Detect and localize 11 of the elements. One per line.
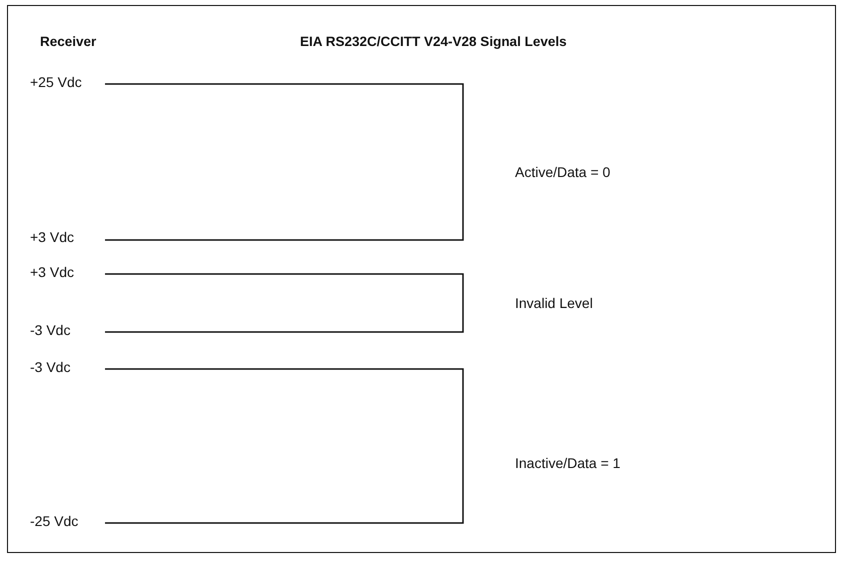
voltage-label: +3 Vdc xyxy=(30,229,74,245)
voltage-label: +25 Vdc xyxy=(30,74,82,90)
voltage-label: +3 Vdc xyxy=(30,264,74,280)
state-label: Inactive/Data = 1 xyxy=(515,455,620,471)
diagram-title: EIA RS232C/CCITT V24-V28 Signal Levels xyxy=(300,34,567,50)
voltage-label: -3 Vdc xyxy=(30,322,70,338)
voltage-label: -3 Vdc xyxy=(30,359,70,375)
state-label: Invalid Level xyxy=(515,295,593,311)
voltage-label: -25 Vdc xyxy=(30,513,78,529)
column-heading: Receiver xyxy=(40,34,96,50)
state-label: Active/Data = 0 xyxy=(515,164,610,180)
